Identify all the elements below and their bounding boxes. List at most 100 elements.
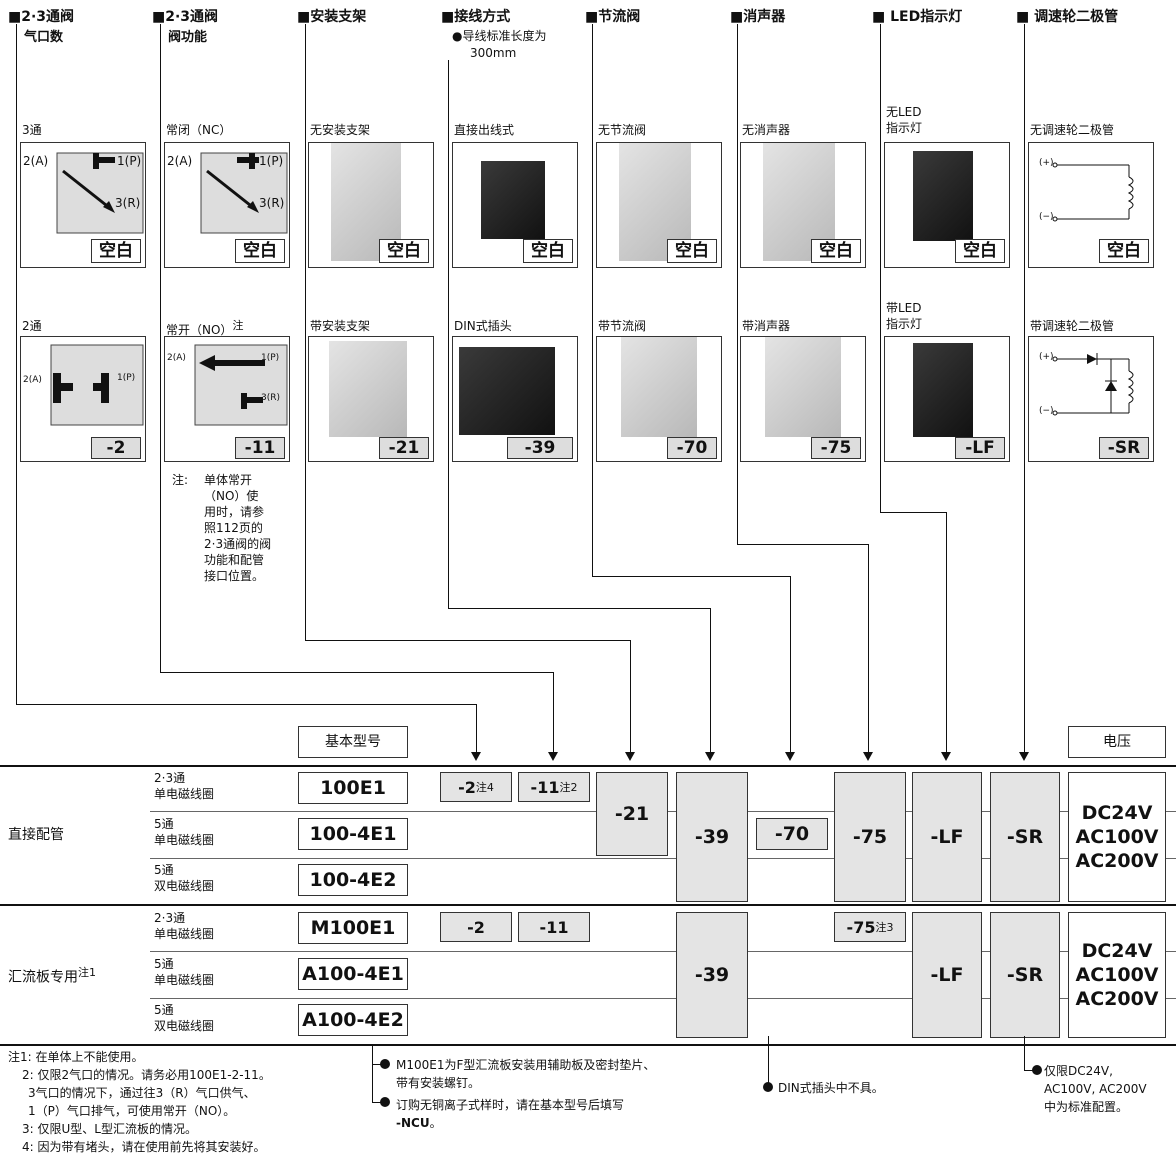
header-sub: 阀功能 [168,30,208,45]
option-card-no-led[interactable]: 空白 [884,142,1010,268]
option-card-no-silencer[interactable]: 空白 [740,142,866,268]
ncu-code: -NCU [396,1116,430,1130]
code-cell-70: -70 [756,818,828,850]
row-l1: 2·3通 [154,911,186,925]
code-cell-39: -39 [676,912,748,1038]
group-label-manifold-wrap: 汇流板专用注1 [8,964,96,987]
option-label: 常闭（NC） [166,123,232,137]
header-title: ■2·3通阀 [8,9,75,25]
code-cell-21: -21 [596,772,668,856]
code-cell-11: -11 [518,912,590,942]
option-card-no-diode[interactable]: (+) (−) 空白 [1028,142,1154,268]
option-label: 带节流阀 [598,319,647,333]
option-card-direct-wire[interactable]: 空白 [452,142,578,268]
row-l1: 5通 [154,863,174,877]
option-card-3port[interactable]: 2(A) 1(P) 3(R) 空白 [20,142,146,268]
option-card-led[interactable]: -LF [884,336,1010,462]
valve-nc-diagram [200,152,288,234]
note-prefix: 注: [172,473,189,487]
note-line: 仅限DC24V, [1044,1064,1113,1078]
header-bracket: ■安装支架 [297,9,367,25]
note-line: 照112页的 [204,521,263,535]
port-label-p: 1(P) [259,154,284,168]
port-label-r: 3(R) [259,196,285,210]
footnote: 3气口的情况下，通过往3（R）气口供气、 [28,1086,256,1100]
option-card-throttle[interactable]: -70 [596,336,722,462]
voltage: AC100V [1075,964,1159,986]
code-cell-sr: -SR [990,772,1060,902]
solenoid-photo [481,161,545,239]
note-line: 单体常开 [204,473,253,487]
port-label-r: 3(R) [115,196,141,210]
option-card-diode[interactable]: (+) (−) -SR [1028,336,1154,462]
din-note: DIN式插头中不具。 [778,1081,884,1095]
option-code: 空白 [811,239,861,263]
port-label-r: 3(R) [261,393,281,403]
option-card-2port[interactable]: 2(A) 1(P) -2 [20,336,146,462]
row-l1: 2·3通 [154,771,186,785]
option-card-bracket[interactable]: -21 [308,336,434,462]
option-code: -39 [507,437,573,459]
option-label-no: 常开（NO）注 [166,318,243,338]
voltage: AC100V [1075,826,1159,848]
option-label: 带调速轮二极管 [1030,319,1115,333]
minus-label: (−) [1039,212,1054,222]
option-card-silencer[interactable]: -75 [740,336,866,462]
option-card-nc[interactable]: 2(A) 1(P) 3(R) 空白 [164,142,290,268]
footnote: 2: 仅限2气口的情况。请务必用100E1-2-11。 [22,1068,271,1082]
code-cell-sr: -SR [990,912,1060,1038]
footnote: 注1: 在单体上不能使用。 [8,1050,144,1064]
note-line: 订购无铜离子式样时，请在基本型号后填写 [396,1098,625,1112]
row-l2: 单电磁线圈 [154,833,215,847]
voltage-note: 仅限DC24V, AC100V, AC200V 中为标准配置。 [1044,1062,1147,1116]
valve-3port-diagram [56,152,144,234]
note-line: （NO）使 [204,489,259,503]
option-card-no-bracket[interactable]: 空白 [308,142,434,268]
option-code: 空白 [955,239,1005,263]
m100-note: M100E1为F型汇流板安装用辅助板及密封垫片、 带有安装螺钉。 [396,1056,655,1092]
model-cell: 100E1 [298,772,408,804]
model-cell: A100-4E1 [298,958,408,990]
option-code: 空白 [235,239,285,263]
header-sub: ●导线标准长度为 [452,29,547,43]
header-led: ■ LED指示灯 [872,9,963,25]
footnote: 1（P）气口排气，可使用常开（NO）。 [28,1104,236,1118]
plus-label: (+) [1039,352,1054,362]
row-label: 2·3通单电磁线圈 [154,770,214,802]
option-label: 3通 [22,123,42,137]
solenoid-photo [913,151,973,241]
option-label: 无LED [886,105,922,119]
note-mark: 注4 [475,781,494,794]
model-cell: A100-4E2 [298,1004,408,1036]
valve-photo [329,341,407,437]
option-label: 带安装支架 [310,319,371,333]
row-l1: 5通 [154,817,174,831]
code: -2 [458,777,476,797]
row-l2: 单电磁线圈 [154,787,215,801]
option-label: 常开（NO） [166,323,233,337]
note-line: 用时，请参 [204,505,265,519]
din-connector-photo [459,347,555,435]
option-label: 直接出线式 [454,123,515,137]
model-cell: 100-4E2 [298,864,408,896]
header-diode: ■ 调速轮二极管 [1016,9,1119,25]
code-cell-2: -2 [440,912,512,942]
note-line: 2·3通阀的阀 [204,537,272,551]
note-mark: 注 [232,319,244,332]
header-title: ■接线方式 [441,9,511,25]
option-code: -21 [379,437,429,459]
header-sub2: 300mm [470,46,517,60]
group-label-manifold: 汇流板专用 [8,969,78,986]
option-card-din[interactable]: -39 [452,336,578,462]
group-label-direct: 直接配管 [8,827,64,843]
option-card-no-throttle[interactable]: 空白 [596,142,722,268]
note-mark: 注3 [875,921,894,934]
option-card-no[interactable]: 2(A) 1(P) 3(R) -11 [164,336,290,462]
row-l2: 双电磁线圈 [154,1019,215,1033]
model-cell: M100E1 [298,912,408,944]
code-cell-lf: -LF [912,912,982,1038]
voltage: AC200V [1075,850,1159,872]
coil-diagram [1052,162,1134,222]
